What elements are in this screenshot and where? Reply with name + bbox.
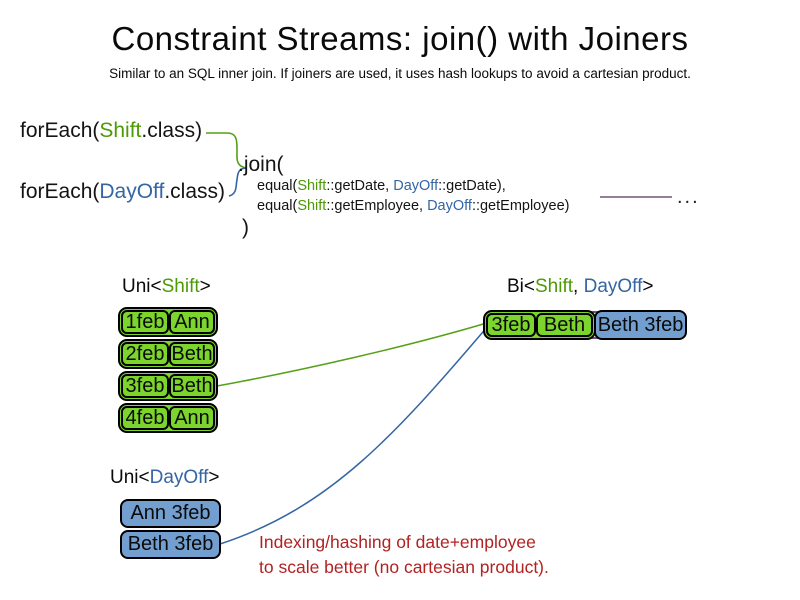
shift-date-cell: 1feb — [121, 310, 169, 334]
more-joiners-ellipsis: ... — [677, 186, 700, 208]
indexing-note-line1: Indexing/hashing of date+employee — [259, 532, 536, 552]
dayoff-class-token: DayOff — [149, 467, 209, 488]
shift-class-token: Shift — [99, 119, 142, 142]
bi-shift-fact: 3feb Beth — [483, 310, 596, 340]
code-join-close: ) — [242, 216, 249, 239]
dayoff-class-token: DayOff — [99, 180, 165, 203]
code-text: forEach( — [20, 180, 100, 203]
shift-employee-cell: Beth — [536, 313, 593, 337]
code-text: equal( — [257, 198, 298, 214]
join-brace-shift-segment — [206, 132, 247, 169]
uni-shift-label: Uni<Shift> — [122, 276, 211, 298]
code-foreach-shift: forEach(Shift.class) — [20, 119, 202, 143]
shift-date-cell: 3feb — [486, 313, 536, 337]
join-brace-dayoff-segment — [228, 167, 247, 197]
code-joiner-equal-date: equal(Shift::getDate, DayOff::getDate), — [257, 178, 506, 194]
shift-date-cell: 3feb — [121, 374, 169, 398]
label-text: > — [208, 467, 220, 488]
indexing-note: Indexing/hashing of date+employee to sca… — [259, 530, 549, 580]
code-join-open: .join( — [238, 153, 284, 176]
dayoff-class-token: DayOff — [393, 178, 439, 194]
shift-employee-cell: Beth — [169, 374, 215, 398]
code-text: forEach( — [20, 119, 100, 142]
shift-date-cell: 2feb — [121, 342, 169, 366]
shift-class-token: Shift — [161, 276, 200, 297]
label-text: > — [642, 276, 654, 297]
shift-class-token: Shift — [297, 198, 327, 214]
label-text: Uni< — [110, 467, 150, 488]
bi-label: Bi<Shift, DayOff> — [507, 276, 653, 298]
label-text: Bi< — [507, 276, 535, 297]
label-text: > — [199, 276, 211, 297]
uni-shift-row: 3feb Beth — [118, 371, 218, 401]
page-title: Constraint Streams: join() with Joiners — [111, 20, 689, 57]
code-text: ::getEmployee) — [471, 198, 570, 214]
dayoff-class-token: DayOff — [583, 276, 643, 297]
code-text: ::getDate, — [326, 178, 394, 194]
uni-shift-row: 1feb Ann — [118, 307, 218, 337]
code-text: ::getEmployee, — [326, 198, 428, 214]
uni-shift-row: 2feb Beth — [118, 339, 218, 369]
code-foreach-dayoff: forEach(DayOff.class) — [20, 180, 225, 204]
shift-date-cell: 4feb — [121, 406, 169, 430]
dayoff-match-curve — [219, 325, 489, 545]
code-joiner-equal-employee: equal(Shift::getEmployee, DayOff::getEmp… — [257, 198, 569, 214]
indexing-note-line2: to scale better (no cartesian product). — [259, 557, 549, 577]
shift-employee-cell: Beth — [169, 342, 215, 366]
dayoff-class-token: DayOff — [427, 198, 472, 214]
code-text: .class) — [141, 119, 203, 142]
uni-shift-row: 4feb Ann — [118, 403, 218, 433]
code-text: .class) — [164, 180, 226, 203]
label-text: Uni< — [122, 276, 162, 297]
code-text: ::getDate), — [438, 178, 506, 194]
shift-class-token: Shift — [297, 178, 327, 194]
shift-match-curve — [216, 321, 491, 387]
code-text: equal( — [257, 178, 298, 194]
page-subtitle: Similar to an SQL inner join. If joiners… — [109, 66, 691, 81]
shift-employee-cell: Ann — [169, 310, 215, 334]
uni-dayoff-row: Beth 3feb — [120, 530, 221, 559]
label-text: , — [573, 276, 584, 297]
shift-employee-cell: Ann — [169, 406, 215, 430]
uni-dayoff-row: Ann 3feb — [120, 499, 221, 528]
bi-dayoff-fact: Beth 3feb — [594, 310, 687, 340]
shift-class-token: Shift — [535, 276, 574, 297]
uni-dayoff-label: Uni<DayOff> — [110, 467, 220, 489]
